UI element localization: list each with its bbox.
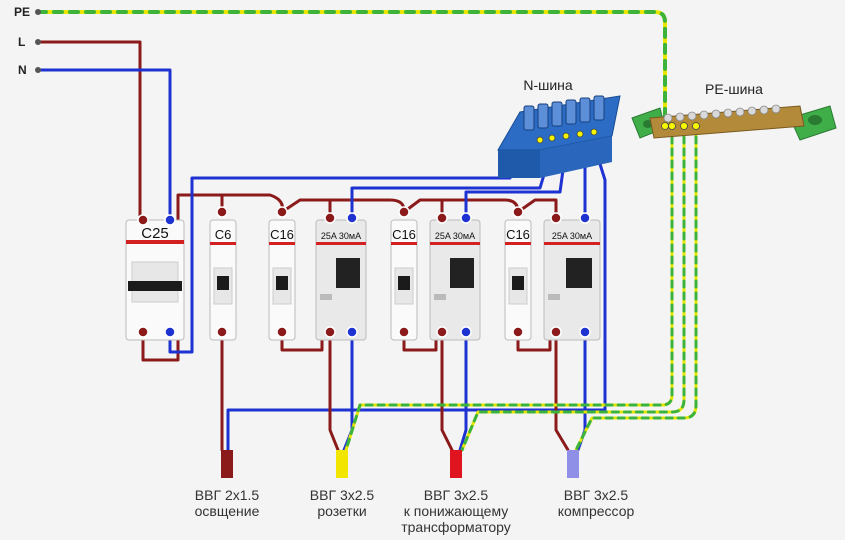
breaker-row: C25 C6 C16 bbox=[125, 206, 601, 341]
cable-caption-line1: ВВГ 3х2.5 bbox=[424, 487, 489, 503]
rcd-rating: 25A 30мA bbox=[552, 231, 592, 241]
cable-end-sockets bbox=[336, 450, 348, 478]
trafo-neutral bbox=[458, 330, 468, 452]
pe-branches bbox=[344, 123, 698, 452]
cable-caption-line2: розетки bbox=[317, 503, 366, 519]
cable-end-transformer bbox=[450, 450, 462, 478]
pe-label: PE bbox=[14, 5, 30, 19]
n-bus-screws bbox=[523, 95, 605, 131]
rcd-rating: 25A 30мA bbox=[321, 231, 361, 241]
breaker-c16-2[interactable]: C16 bbox=[390, 206, 418, 341]
breaker-rating: C16 bbox=[506, 227, 530, 242]
cable-caption-line3: трансформатору bbox=[401, 519, 511, 535]
compressor-phase bbox=[554, 330, 570, 452]
n-supply-wire bbox=[36, 68, 172, 222]
pe-bus-label: PE-шина bbox=[705, 81, 763, 97]
breaker-rating: C16 bbox=[270, 227, 294, 242]
main-breaker-c25[interactable]: C25 bbox=[125, 214, 185, 341]
trafo-phase bbox=[440, 330, 454, 452]
breaker-c16-3-toggle[interactable] bbox=[512, 276, 524, 290]
breaker-c16-3[interactable]: C16 bbox=[504, 206, 532, 341]
cable-end-lighting bbox=[221, 450, 233, 478]
cable-caption-line1: ВВГ 3х2.5 bbox=[310, 487, 375, 503]
pe-terminal-dot bbox=[35, 9, 41, 15]
cable-captions: ВВГ 2х1.5 освщение ВВГ 3х2.5 розетки ВВГ… bbox=[195, 487, 635, 535]
sockets-phase bbox=[328, 330, 340, 452]
pe-bus: PE-шина bbox=[631, 81, 837, 141]
cable-end-compressor bbox=[567, 450, 579, 478]
breaker-c16-1-toggle[interactable] bbox=[276, 276, 288, 290]
rcd-3-toggle[interactable] bbox=[566, 258, 592, 288]
rcd-2[interactable]: 25A 30мA bbox=[429, 212, 481, 341]
l-label: L bbox=[18, 35, 25, 49]
n-bus-label: N-шина bbox=[523, 77, 573, 93]
breaker-c16-1[interactable]: C16 bbox=[268, 206, 296, 341]
l-terminal-dot bbox=[35, 39, 41, 45]
main-breaker-toggle[interactable] bbox=[128, 281, 182, 291]
cable-caption-line1: ВВГ 3х2.5 bbox=[564, 487, 629, 503]
rcd-2-toggle[interactable] bbox=[450, 258, 474, 288]
breaker-rating: C25 bbox=[141, 225, 169, 242]
pe-bus-screws bbox=[663, 104, 781, 123]
main-neutral-out bbox=[168, 176, 512, 354]
cable-caption-line1: ВВГ 2х1.5 bbox=[195, 487, 260, 503]
cable-ends bbox=[221, 450, 579, 478]
cable-caption-line2: освщение bbox=[195, 503, 260, 519]
n-bus: N-шина bbox=[497, 77, 621, 178]
n-terminal-dot bbox=[35, 67, 41, 73]
supply-labels: PE L N bbox=[14, 5, 41, 77]
breaker-rating: C16 bbox=[392, 227, 416, 242]
breaker-c6[interactable]: C6 bbox=[209, 206, 237, 341]
cable-caption-line2: компрессор bbox=[558, 503, 635, 519]
lighting-neutral bbox=[226, 146, 607, 452]
rcd-rating: 25A 30мA bbox=[435, 231, 475, 241]
breaker-c6-toggle[interactable] bbox=[217, 276, 229, 290]
rcd-3[interactable]: 25A 30мA bbox=[543, 212, 601, 341]
rcd-1-toggle[interactable] bbox=[336, 258, 360, 288]
l-supply-wire bbox=[36, 40, 142, 222]
breaker-rating: C6 bbox=[215, 227, 232, 242]
breaker-c16-2-toggle[interactable] bbox=[398, 276, 410, 290]
n-label: N bbox=[18, 63, 27, 77]
rcd-1[interactable]: 25A 30мA bbox=[315, 212, 367, 341]
cable-caption-line2: к понижающему bbox=[404, 503, 509, 519]
